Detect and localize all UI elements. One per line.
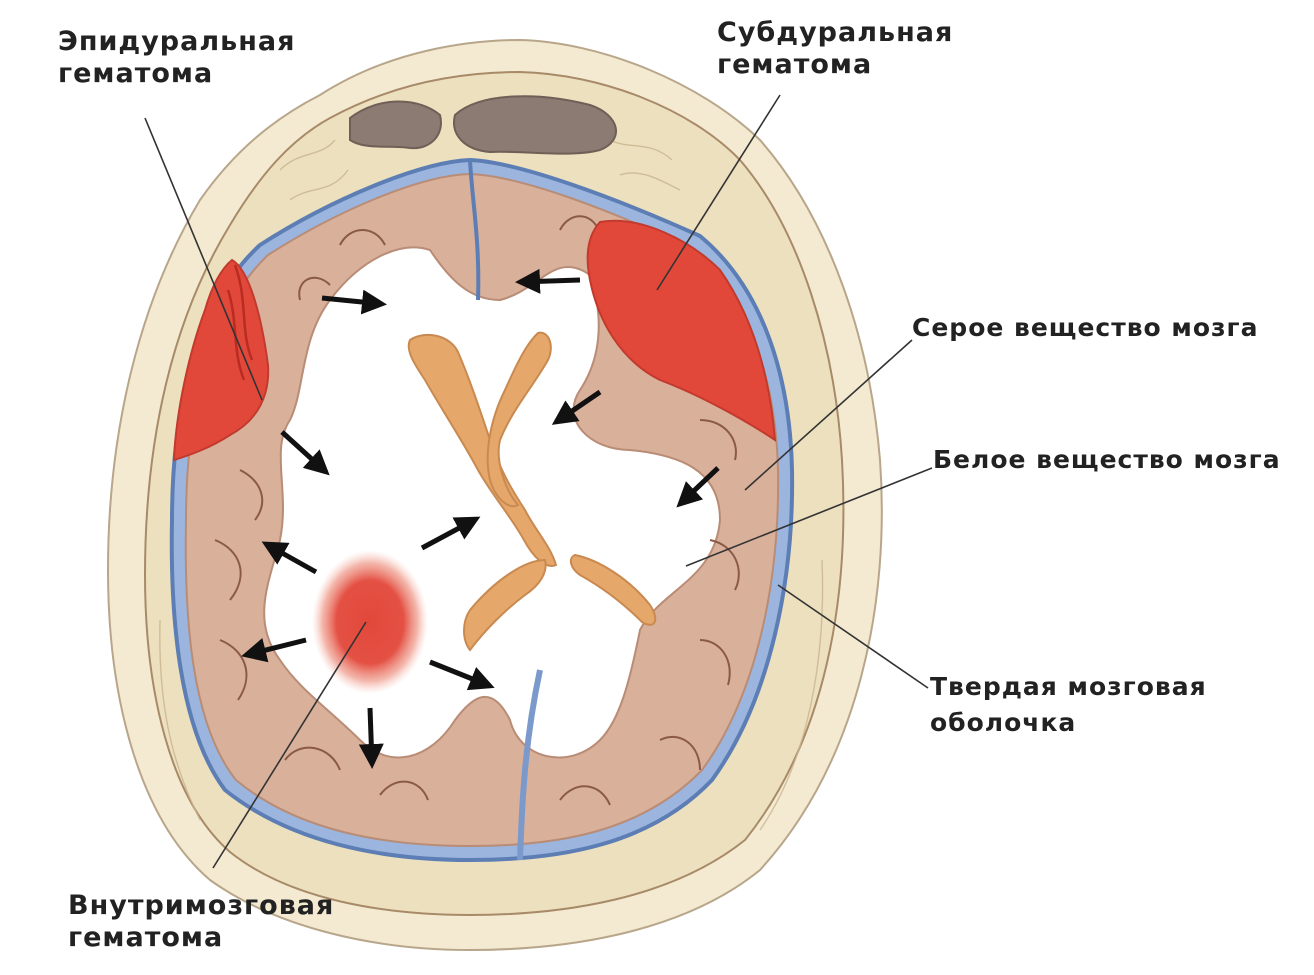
label-grey-matter: Серое вещество мозга	[912, 313, 1258, 343]
label-line: Субдуральная	[717, 17, 953, 49]
label-line: гематома	[58, 58, 295, 90]
label-dura-mater: Твердая мозговая оболочка	[930, 669, 1207, 742]
arrow	[370, 708, 372, 764]
label-line: Серое вещество мозга	[912, 313, 1258, 343]
frontal-sinus	[350, 102, 441, 149]
arrow	[520, 280, 580, 282]
label-line: Твердая мозговая	[930, 669, 1207, 705]
label-line: Эпидуральная	[58, 26, 295, 58]
label-white-matter: Белое вещество мозга	[933, 445, 1281, 475]
label-line: Белое вещество мозга	[933, 445, 1281, 475]
label-line: гематома	[717, 49, 953, 81]
label-line: оболочка	[930, 705, 1207, 741]
label-intracerebral-hematoma: Внутримозговая гематома	[68, 890, 334, 954]
label-epidural-hematoma: Эпидуральная гематома	[58, 26, 295, 90]
label-line: Внутримозговая	[68, 890, 334, 922]
label-subdural-hematoma: Субдуральная гематома	[717, 17, 953, 81]
intracerebral-hematoma	[312, 550, 428, 694]
frontal-sinus	[454, 96, 616, 153]
label-line: гематома	[68, 922, 334, 954]
